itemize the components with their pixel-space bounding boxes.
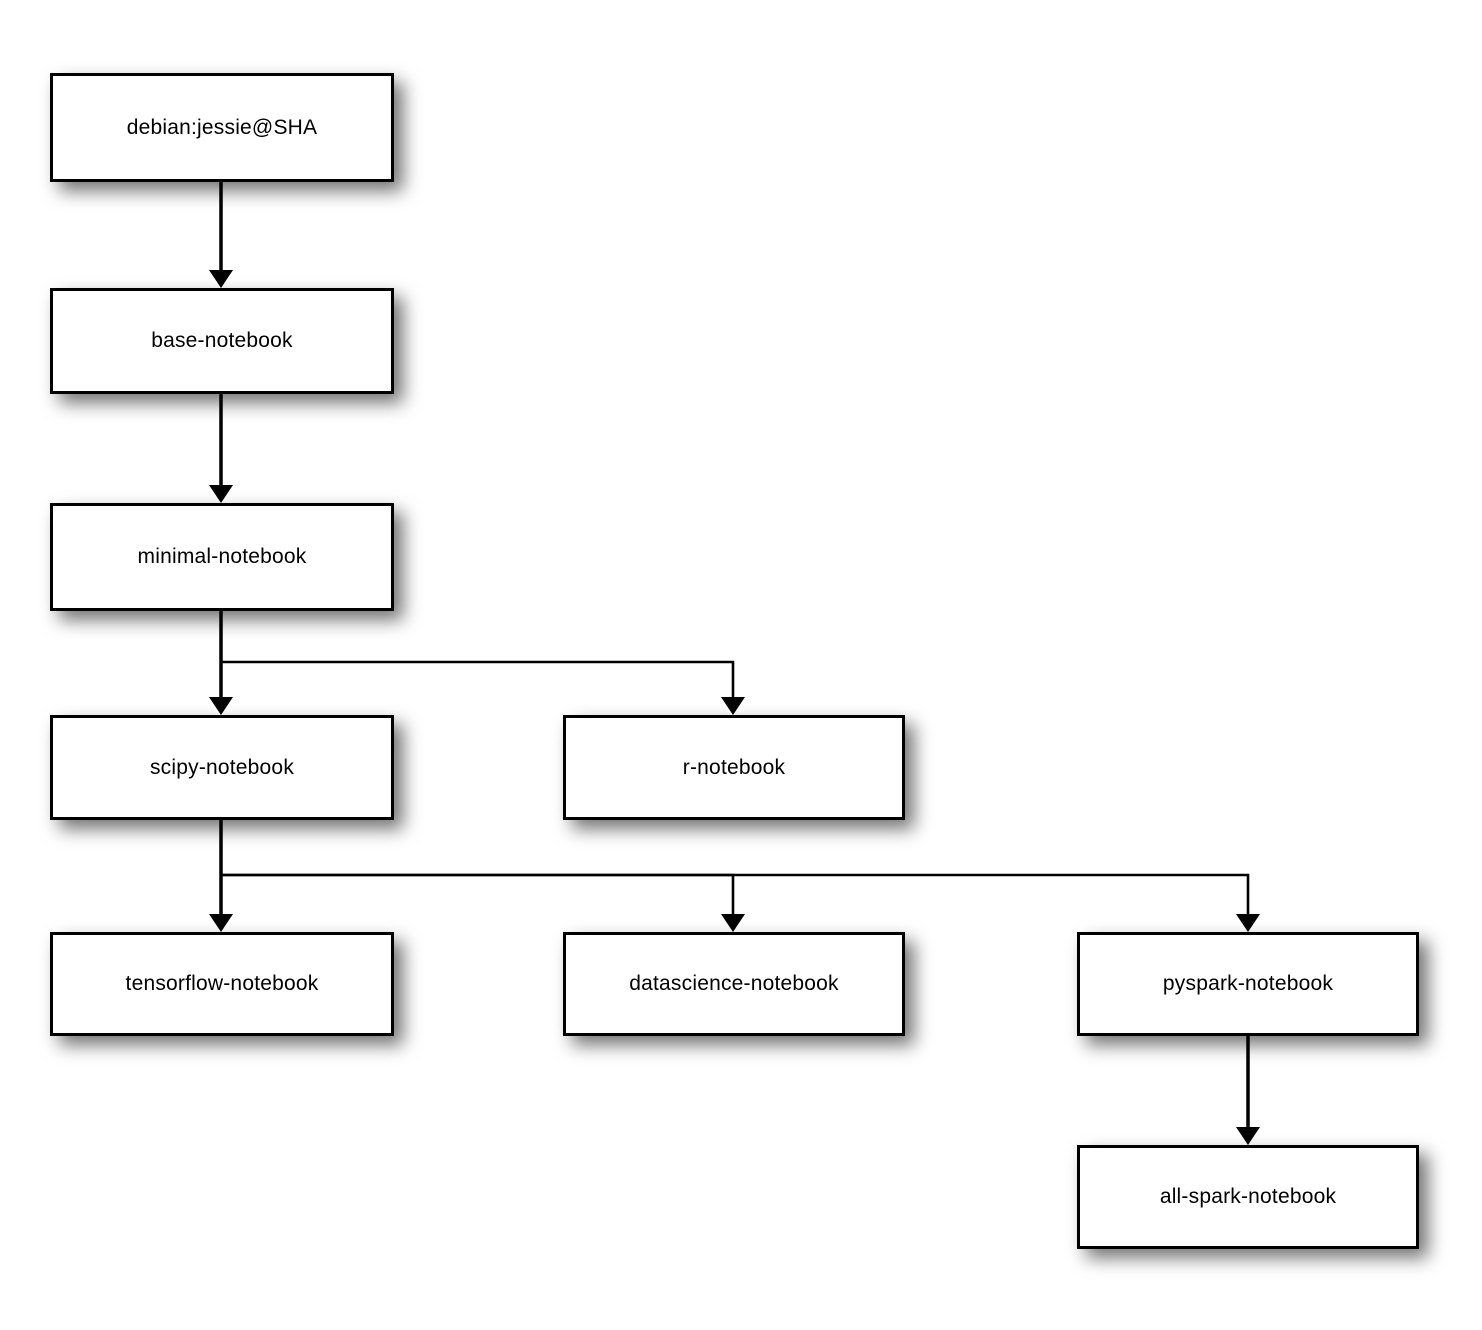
node-r-notebook[interactable]: r-notebook [563, 715, 905, 820]
edge-pyspark-to-allspark [1236, 1036, 1260, 1145]
edge-scipy-to-tensorflow [209, 820, 233, 932]
node-label: scipy-notebook [149, 755, 295, 779]
node-datascience-notebook[interactable]: datascience-notebook [563, 932, 905, 1036]
node-label: minimal-notebook [137, 545, 307, 569]
node-base-notebook[interactable]: base-notebook [50, 288, 394, 394]
node-label: tensorflow-notebook [125, 972, 319, 996]
edge-scipy-to-datascience [221, 873, 745, 932]
edge-minimal-to-scipy [209, 611, 233, 715]
node-label: datascience-notebook [629, 972, 839, 996]
node-all-spark-notebook[interactable]: all-spark-notebook [1077, 1145, 1419, 1249]
edge-debian-to-base [209, 182, 233, 288]
edge-base-to-minimal [209, 394, 233, 503]
node-pyspark-notebook[interactable]: pyspark-notebook [1077, 932, 1419, 1036]
node-label: debian:jessie@SHA [126, 115, 318, 139]
node-debian-jessie-sha[interactable]: debian:jessie@SHA [50, 73, 394, 182]
node-minimal-notebook[interactable]: minimal-notebook [50, 503, 394, 611]
edge-minimal-to-r [221, 660, 745, 715]
node-scipy-notebook[interactable]: scipy-notebook [50, 715, 394, 820]
edge-scipy-to-pyspark [221, 873, 1260, 932]
node-label: base-notebook [151, 329, 293, 353]
node-label: r-notebook [682, 755, 786, 779]
node-tensorflow-notebook[interactable]: tensorflow-notebook [50, 932, 394, 1036]
node-label: pyspark-notebook [1162, 972, 1334, 996]
node-label: all-spark-notebook [1159, 1185, 1337, 1209]
